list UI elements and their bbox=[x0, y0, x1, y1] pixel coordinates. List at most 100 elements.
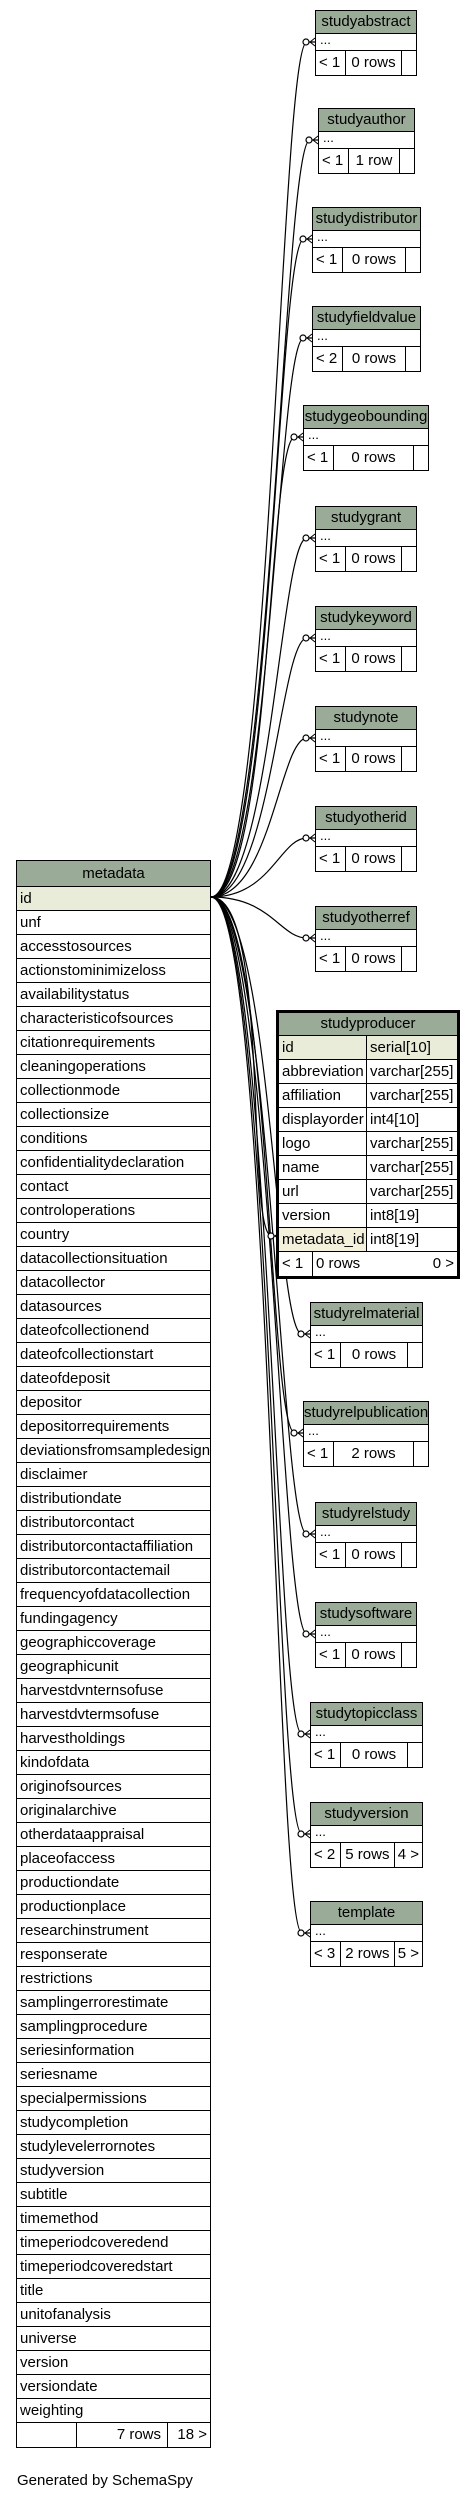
metadata-column-subtitle[interactable]: subtitle bbox=[17, 2183, 210, 2207]
metadata-column-distributorcontact[interactable]: distributorcontact bbox=[17, 1511, 210, 1535]
metadata-column-restrictions[interactable]: restrictions bbox=[17, 1967, 210, 1991]
parents-count[interactable]: < 1 bbox=[316, 847, 346, 871]
table-header[interactable]: studytopicclass bbox=[311, 1703, 422, 1726]
metadata-column-fundingagency[interactable]: fundingagency bbox=[17, 1607, 210, 1631]
metadata-table-header[interactable]: metadata bbox=[17, 861, 210, 887]
metadata-column-controloperations[interactable]: controloperations bbox=[17, 1199, 210, 1223]
metadata-column-characteristicofsources[interactable]: characteristicofsources bbox=[17, 1007, 210, 1031]
studyproducer-table-header[interactable]: studyproducer bbox=[279, 1013, 457, 1036]
metadata-column-depositor[interactable]: depositor bbox=[17, 1391, 210, 1415]
metadata-column-researchinstrument[interactable]: researchinstrument bbox=[17, 1919, 210, 1943]
metadata-column-geographiccoverage[interactable]: geographiccoverage bbox=[17, 1631, 210, 1655]
metadata-column-dateofdeposit[interactable]: dateofdeposit bbox=[17, 1367, 210, 1391]
table-header[interactable]: studykeyword bbox=[316, 607, 416, 630]
table-header[interactable]: studysoftware bbox=[316, 1603, 416, 1626]
parents-count[interactable]: < 2 bbox=[313, 347, 343, 371]
metadata-column-datasources[interactable]: datasources bbox=[17, 1295, 210, 1319]
table-header[interactable]: studyversion bbox=[311, 1803, 422, 1826]
table-header[interactable]: studyrelmaterial bbox=[311, 1303, 422, 1326]
metadata-column-deviationsfromsampledesign[interactable]: deviationsfromsampledesign bbox=[17, 1439, 210, 1463]
metadata-column-unitofanalysis[interactable]: unitofanalysis bbox=[17, 2303, 210, 2327]
metadata-column-distributorcontactemail[interactable]: distributorcontactemail bbox=[17, 1559, 210, 1583]
metadata-column-distributiondate[interactable]: distributiondate bbox=[17, 1487, 210, 1511]
metadata-column-versiondate[interactable]: versiondate bbox=[17, 2375, 210, 2399]
metadata-children-count[interactable]: 18 > bbox=[177, 2426, 207, 2443]
parents-count[interactable]: < 1 bbox=[311, 1743, 341, 1767]
table-header[interactable]: studyfieldvalue bbox=[313, 307, 420, 330]
table-header[interactable]: studyauthor bbox=[319, 109, 414, 132]
metadata-column-collectionsize[interactable]: collectionsize bbox=[17, 1103, 210, 1127]
parents-count[interactable]: < 3 bbox=[311, 1942, 341, 1966]
parents-count[interactable]: < 1 bbox=[316, 1643, 346, 1667]
children-count[interactable]: 4 > bbox=[397, 1846, 419, 1863]
metadata-column-depositorrequirements[interactable]: depositorrequirements bbox=[17, 1415, 210, 1439]
metadata-column-responserate[interactable]: responserate bbox=[17, 1943, 210, 1967]
parents-count[interactable]: < 1 bbox=[316, 747, 346, 771]
parents-count[interactable]: < 1 bbox=[316, 547, 346, 571]
table-header[interactable]: template bbox=[311, 1902, 422, 1925]
parents-count[interactable]: < 1 bbox=[311, 1343, 341, 1367]
parents-count[interactable]: < 1 bbox=[316, 647, 346, 671]
parents-count[interactable]: < 2 bbox=[311, 1843, 341, 1867]
metadata-column-studyversion[interactable]: studyversion bbox=[17, 2159, 210, 2183]
table-header[interactable]: studygrant bbox=[316, 507, 416, 530]
metadata-column-productiondate[interactable]: productiondate bbox=[17, 1871, 210, 1895]
metadata-column-harvestdvnternsofuse[interactable]: harvestdvnternsofuse bbox=[17, 1679, 210, 1703]
metadata-column-productionplace[interactable]: productionplace bbox=[17, 1895, 210, 1919]
metadata-column-harvestdvtermsofuse[interactable]: harvestdvtermsofuse bbox=[17, 1703, 210, 1727]
metadata-column-seriesinformation[interactable]: seriesinformation bbox=[17, 2039, 210, 2063]
table-header[interactable]: studygeobounding bbox=[304, 406, 428, 429]
metadata-column-studylevelerrornotes[interactable]: studylevelerrornotes bbox=[17, 2135, 210, 2159]
metadata-column-conditions[interactable]: conditions bbox=[17, 1127, 210, 1151]
metadata-column-seriesname[interactable]: seriesname bbox=[17, 2063, 210, 2087]
table-header[interactable]: studyotherref bbox=[316, 907, 416, 930]
parents-count[interactable]: < 1 bbox=[304, 1442, 334, 1466]
metadata-column-specialpermissions[interactable]: specialpermissions bbox=[17, 2087, 210, 2111]
metadata-column-timeperiodcoveredend[interactable]: timeperiodcoveredend bbox=[17, 2231, 210, 2255]
parents-count[interactable]: < 1 bbox=[316, 51, 346, 75]
metadata-column-universe[interactable]: universe bbox=[17, 2327, 210, 2351]
metadata-column-unf[interactable]: unf bbox=[17, 911, 210, 935]
metadata-column-originofsources[interactable]: originofsources bbox=[17, 1775, 210, 1799]
metadata-column-dateofcollectionstart[interactable]: dateofcollectionstart bbox=[17, 1343, 210, 1367]
metadata-column-weighting[interactable]: weighting bbox=[17, 2399, 210, 2423]
parents-count[interactable]: < 1 bbox=[316, 947, 346, 971]
parents-count[interactable]: < 1 bbox=[316, 1543, 346, 1567]
children-count[interactable]: 5 > bbox=[397, 1945, 419, 1962]
table-header[interactable]: studydistributor bbox=[313, 208, 420, 231]
metadata-column-collectionmode[interactable]: collectionmode bbox=[17, 1079, 210, 1103]
metadata-column-timeperiodcoveredstart[interactable]: timeperiodcoveredstart bbox=[17, 2255, 210, 2279]
metadata-column-originalarchive[interactable]: originalarchive bbox=[17, 1799, 210, 1823]
metadata-column-datacollector[interactable]: datacollector bbox=[17, 1271, 210, 1295]
metadata-column-harvestholdings[interactable]: harvestholdings bbox=[17, 1727, 210, 1751]
studyproducer-parents-count[interactable]: < 1 bbox=[279, 1252, 313, 1276]
metadata-column-dateofcollectionend[interactable]: dateofcollectionend bbox=[17, 1319, 210, 1343]
metadata-column-datacollectionsituation[interactable]: datacollectionsituation bbox=[17, 1247, 210, 1271]
metadata-column-distributorcontactaffiliation[interactable]: distributorcontactaffiliation bbox=[17, 1535, 210, 1559]
metadata-column-placeofaccess[interactable]: placeofaccess bbox=[17, 1847, 210, 1871]
metadata-column-accesstosources[interactable]: accesstosources bbox=[17, 935, 210, 959]
